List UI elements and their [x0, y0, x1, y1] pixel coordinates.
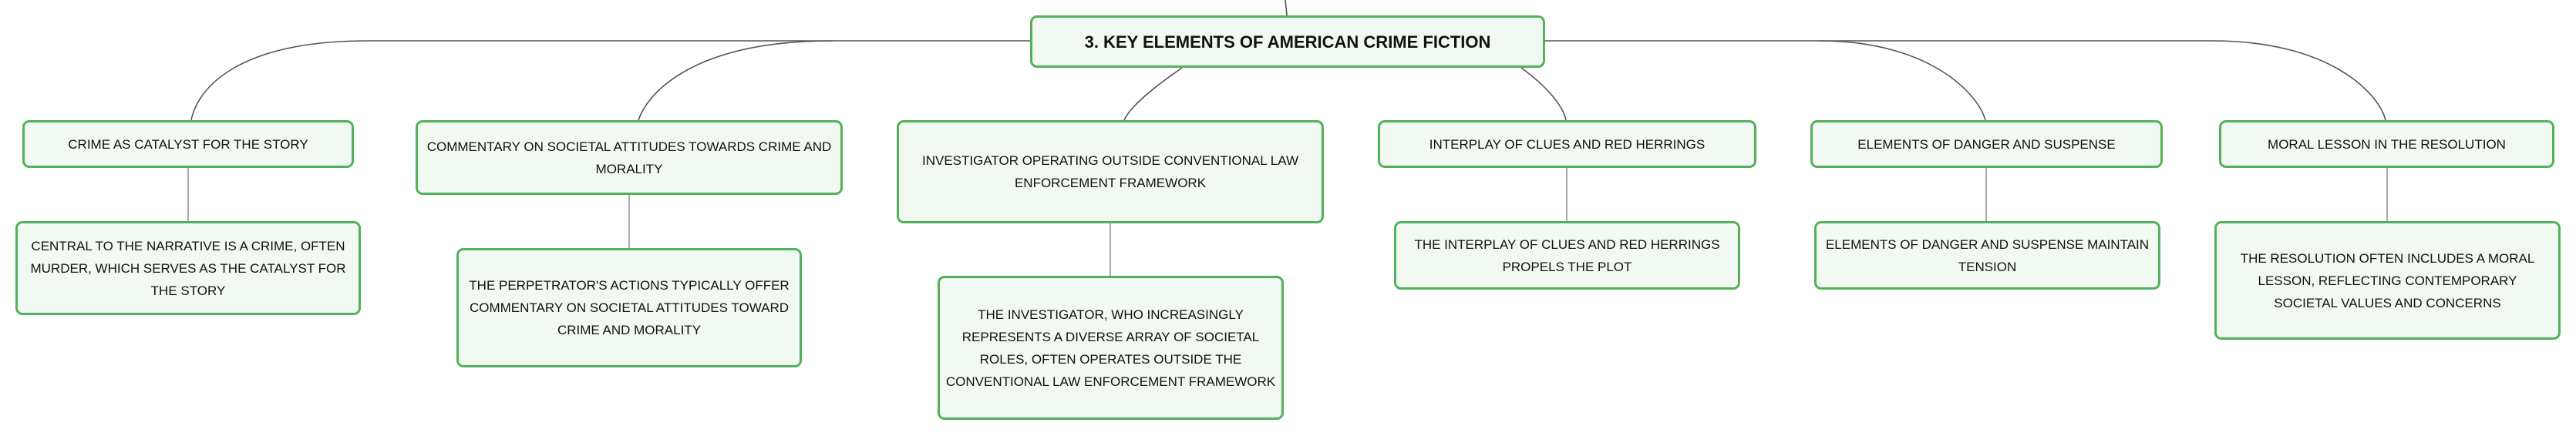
branch-label: ELEMENTS OF DANGER AND SUSPENSE	[1857, 136, 2116, 152]
root-node[interactable]: 3. KEY ELEMENTS OF AMERICAN CRIME FICTIO…	[1030, 15, 1545, 68]
branch-label: INTERPLAY OF CLUES AND RED HERRINGS	[1429, 136, 1706, 152]
detail-label: ELEMENTS OF DANGER AND SUSPENSE MAINTAIN…	[1825, 236, 2150, 274]
connector-parent	[1285, 0, 1288, 16]
detail-node-moral-lesson[interactable]: THE RESOLUTION OFTEN INCLUDES A MORAL LE…	[2214, 221, 2561, 340]
root-label: 3. KEY ELEMENTS OF AMERICAN CRIME FICTIO…	[1084, 32, 1491, 52]
detail-label: THE INTERPLAY OF CLUES AND RED HERRINGS …	[1414, 236, 1720, 274]
detail-node-clues[interactable]: THE INTERPLAY OF CLUES AND RED HERRINGS …	[1394, 221, 1740, 290]
detail-label: THE PERPETRATOR'S ACTIONS TYPICALLY OFFE…	[469, 278, 790, 337]
connector-root-branch-3	[1123, 67, 1183, 121]
branch-node-investigator[interactable]: INVESTIGATOR OPERATING OUTSIDE CONVENTIO…	[897, 120, 1324, 223]
branch-node-moral-lesson[interactable]: MORAL LESSON IN THE RESOLUTION	[2219, 120, 2554, 168]
branch-node-clues[interactable]: INTERPLAY OF CLUES AND RED HERRINGS	[1378, 120, 1756, 168]
connector-root-branch-6	[2212, 40, 2386, 121]
detail-node-investigator[interactable]: THE INVESTIGATOR, WHO INCREASINGLY REPRE…	[938, 276, 1284, 420]
detail-label: THE INVESTIGATOR, WHO INCREASINGLY REPRE…	[945, 307, 1276, 389]
branch-label: MORAL LESSON IN THE RESOLUTION	[2268, 136, 2506, 152]
branch-label: INVESTIGATOR OPERATING OUTSIDE CONVENTIO…	[921, 153, 1299, 190]
connector-root-branch-4	[1520, 67, 1567, 121]
detail-node-danger[interactable]: ELEMENTS OF DANGER AND SUSPENSE MAINTAIN…	[1814, 221, 2160, 290]
connector-root-branch-2	[638, 40, 833, 121]
branch-label: COMMENTARY ON SOCIETAL ATTITUDES TOWARDS…	[426, 139, 832, 176]
branch-node-danger[interactable]: ELEMENTS OF DANGER AND SUSPENSE	[1810, 120, 2163, 168]
connector-root-branch-1	[190, 40, 369, 121]
detail-label: CENTRAL TO THE NARRATIVE IS A CRIME, OFT…	[30, 238, 346, 298]
detail-label: THE RESOLUTION OFTEN INCLUDES A MORAL LE…	[2240, 250, 2535, 310]
branch-label: CRIME AS CATALYST FOR THE STORY	[68, 136, 308, 152]
branch-node-crime-catalyst[interactable]: CRIME AS CATALYST FOR THE STORY	[22, 120, 354, 168]
branch-node-societal-commentary[interactable]: COMMENTARY ON SOCIETAL ATTITUDES TOWARDS…	[416, 120, 843, 195]
detail-node-societal-commentary[interactable]: THE PERPETRATOR'S ACTIONS TYPICALLY OFFE…	[456, 248, 802, 367]
connector-root-branch-5	[1819, 40, 1986, 121]
detail-node-crime-catalyst[interactable]: CENTRAL TO THE NARRATIVE IS A CRIME, OFT…	[15, 221, 361, 315]
